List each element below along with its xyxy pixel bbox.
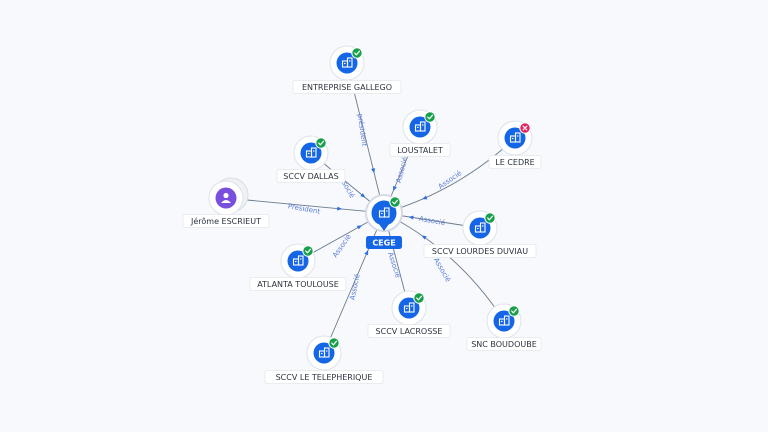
node-label-loustalet: LOUSTALET [389, 143, 451, 157]
node-loustalet[interactable]: LOUSTALET [389, 109, 451, 157]
node-name: LOUSTALET [397, 146, 443, 155]
node-boudoube[interactable]: SNC BOUDOUBE [466, 303, 542, 351]
node-atlanta[interactable]: ATLANTA TOULOUSE [249, 243, 347, 291]
building-icon [474, 222, 486, 233]
edge-label-telepherique: Associé [348, 273, 361, 301]
edge-arrow [364, 249, 369, 256]
node-label-gallego: ENTREPRISE GALLEGO [292, 80, 402, 94]
node-label-boudoube: SNC BOUDOUBE [466, 337, 542, 351]
check-badge-icon [351, 47, 363, 59]
edge-label-escrieut: Président [287, 202, 321, 216]
check-badge-icon [328, 337, 340, 349]
edge-arrow [421, 195, 428, 200]
check-badge-icon [413, 292, 425, 304]
node-name: SCCV DALLAS [283, 172, 338, 181]
center-node-label: CEGE [366, 236, 402, 249]
building-icon [318, 347, 330, 358]
node-lecedre[interactable]: LE CEDRE [488, 120, 542, 169]
node-name: SCCV LACROSSE [376, 327, 443, 336]
building-icon [292, 255, 304, 266]
node-label-telepherique: SCCV LE TELEPHERIQUE [264, 370, 384, 384]
node-escrieut[interactable]: Jérôme ESCRIEUT [182, 177, 270, 228]
node-telepherique[interactable]: SCCV LE TELEPHERIQUE [264, 335, 384, 384]
edge-arrow [393, 185, 397, 192]
building-icon [378, 207, 390, 218]
center-node-name: CEGE [372, 239, 395, 248]
edge-arrow [360, 193, 366, 198]
node-lourdes[interactable]: SCCV LOURDES DUVIAU [423, 210, 537, 258]
node-label-lourdes: SCCV LOURDES DUVIAU [423, 244, 537, 258]
node-name: ATLANTA TOULOUSE [257, 280, 339, 289]
edge-label-gallego: président [356, 113, 369, 147]
node-label-atlanta: ATLANTA TOULOUSE [249, 277, 347, 291]
edge-label-lacrosse: Associé [386, 251, 402, 279]
node-name: Jérôme ESCRIEUT [190, 216, 261, 226]
check-badge-icon [508, 305, 520, 317]
building-icon [509, 132, 521, 143]
center-node[interactable]: CEGE [365, 194, 403, 249]
node-dallas[interactable]: SCCV DALLAS [276, 135, 346, 183]
edge-label-lourdes: Associé [418, 215, 445, 227]
node-label-lecedre: LE CEDRE [488, 155, 542, 169]
building-icon [414, 121, 426, 132]
check-badge-icon [484, 212, 496, 224]
edge-arrow [337, 206, 343, 211]
node-name: LE CEDRE [495, 158, 534, 167]
check-badge-icon [315, 137, 327, 149]
node-name: SCCV LE TELEPHERIQUE [276, 373, 373, 382]
node-name: SNC BOUDOUBE [471, 340, 537, 349]
edge-label-loustalet: Associé [395, 156, 410, 184]
edge-arrow [421, 235, 427, 240]
building-icon [305, 147, 317, 158]
check-badge-icon [424, 111, 436, 123]
node-name: ENTREPRISE GALLEGO [302, 83, 392, 92]
edge-arrow [408, 215, 414, 220]
building-icon [403, 302, 415, 313]
node-lacrosse[interactable]: SCCV LACROSSE [367, 290, 451, 338]
node-label-lacrosse: SCCV LACROSSE [367, 324, 451, 338]
check-badge-icon [302, 245, 314, 257]
edge-label-boudoube: Associé [432, 257, 452, 284]
cross-badge-icon [519, 122, 531, 134]
node-label-dallas: SCCV DALLAS [276, 169, 346, 183]
node-gallego[interactable]: ENTREPRISE GALLEGO [292, 45, 402, 94]
building-icon [341, 57, 353, 68]
edge-arrow [356, 225, 363, 230]
person-icon [221, 192, 231, 203]
edge-boudoube [383, 212, 505, 322]
edge-arrow [371, 168, 375, 174]
graph-nodes: ENTREPRISE GALLEGO LOUSTALET LE CEDRE SCCV … [182, 45, 542, 384]
building-icon [498, 315, 510, 326]
check-badge-icon [389, 196, 401, 208]
node-label-escrieut: Jérôme ESCRIEUT [182, 214, 270, 228]
node-name: SCCV LOURDES DUVIAU [432, 247, 528, 256]
